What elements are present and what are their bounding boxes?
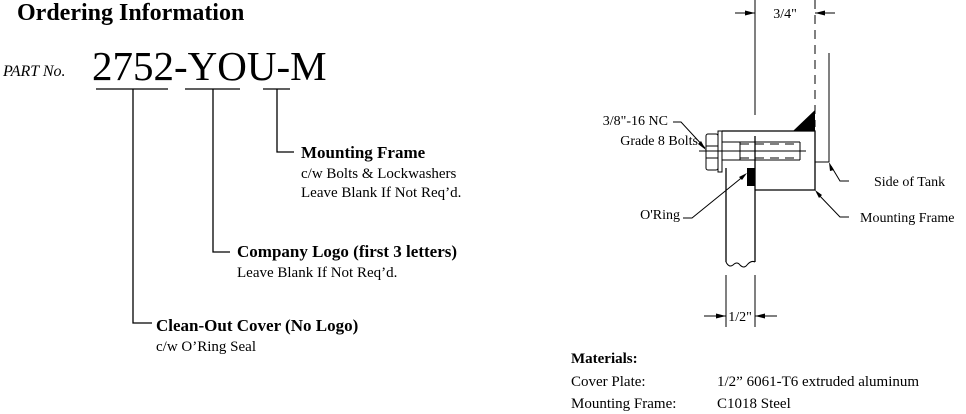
option-mounting-frame-heading: Mounting Frame (301, 143, 426, 162)
material-label: Cover Plate: (571, 374, 646, 390)
frame-label: Mounting Frame (860, 211, 955, 226)
dimension-bottom: 1/2" (728, 310, 752, 325)
bolt-label-grade: Grade 8 Bolts (620, 134, 698, 149)
material-value: C1018 Steel (717, 396, 791, 412)
materials-heading: Materials: (571, 351, 638, 367)
option-company-logo-line: Leave Blank If Not Req’d. (237, 265, 397, 281)
option-clean-out-heading: Clean-Out Cover (No Logo) (156, 316, 358, 335)
part-number: 2752-YOU-M (92, 43, 327, 89)
oring-label: O'Ring (640, 208, 680, 223)
option-mounting-frame-line: Leave Blank If Not Req’d. (301, 185, 461, 201)
option-mounting-frame-line: c/w Bolts & Lockwashers (301, 166, 457, 182)
page-title: Ordering Information (17, 0, 244, 26)
material-label: Mounting Frame: (571, 396, 676, 412)
part-leader-lines (96, 88, 294, 324)
option-clean-out-line: c/w O’Ring Seal (156, 339, 256, 355)
part-prefix: PART No. (2, 63, 66, 80)
cross-section-diagram: 3/4" 1/2" (673, 0, 849, 327)
dimension-top: 3/4" (773, 7, 797, 22)
bolt-label-size: 3/8"-16 NC (603, 114, 668, 129)
option-company-logo-heading: Company Logo (first 3 letters) (237, 242, 457, 261)
material-value: 1/2” 6061-T6 extruded aluminum (717, 374, 919, 390)
tank-label: Side of Tank (874, 175, 945, 190)
